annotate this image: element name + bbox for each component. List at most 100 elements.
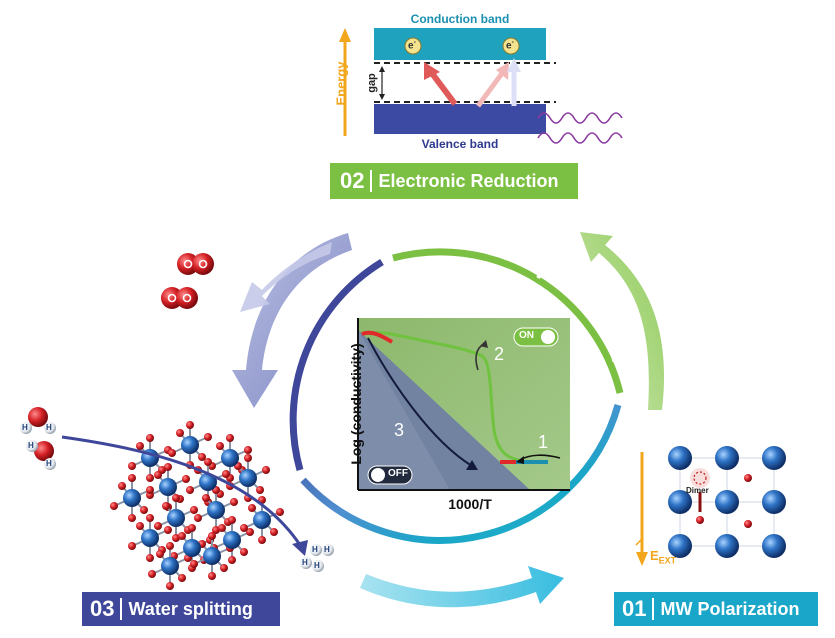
- cycle-ring: [276, 248, 627, 581]
- oxygen-atom: [262, 466, 270, 474]
- oxygen-atom: [178, 574, 186, 582]
- oxygen-atom: [166, 582, 174, 590]
- oxygen-atom: [182, 475, 190, 483]
- plot-ylabel: Log (conductivity): [348, 343, 364, 465]
- polarization-lattice: [635, 446, 786, 566]
- on-label: ON: [519, 330, 534, 341]
- oxygen-atom: [216, 442, 224, 450]
- h-label-3: H: [28, 441, 34, 450]
- oxygen-atom: [162, 502, 170, 510]
- lattice-atom: [668, 534, 692, 558]
- oxygen-atom: [186, 421, 194, 429]
- metal-atom: [159, 478, 177, 496]
- oxygen-atom: [146, 554, 154, 562]
- oxygen-atom: [128, 514, 136, 522]
- oxygen-atom: [270, 528, 278, 536]
- conduction-band: [374, 28, 546, 60]
- lattice-atom: [668, 490, 692, 514]
- ring-arc-navy: [289, 259, 384, 471]
- electron-1: [404, 37, 422, 55]
- electron-2: [502, 37, 520, 55]
- path-3-label: 3: [394, 420, 405, 440]
- crystal-structure: [110, 421, 284, 590]
- oxygen-atom: [208, 532, 216, 540]
- step-01-label: MW Polarization: [660, 598, 800, 619]
- arrow-reduction-to-splitting: [232, 233, 352, 408]
- metal-atom: [207, 501, 225, 519]
- oxygen-atom: [220, 564, 228, 572]
- step-03-label: Water splitting: [128, 598, 253, 619]
- oxygen-atom: [172, 494, 180, 502]
- oxygen-atom: [166, 542, 174, 550]
- oxygen-atom: [146, 434, 154, 442]
- oxygen-atom: [198, 453, 206, 461]
- oxygen-atom: [246, 528, 254, 536]
- water-molecule-1: [20, 407, 56, 434]
- oxygen-atom: [244, 446, 252, 454]
- oxygen-atom: [128, 474, 136, 482]
- field-label: EEXT: [650, 548, 677, 566]
- oxygen-atom: [128, 542, 136, 550]
- step-03-water-splitting: 03 Water splitting: [82, 592, 280, 626]
- energy-axis-label: Energy: [333, 61, 349, 106]
- lattice-atom: [715, 446, 739, 470]
- oxygen-atom: [228, 556, 236, 564]
- metal-atom: [221, 449, 239, 467]
- oxygen-atom: [204, 433, 212, 441]
- oxygen-atom: [118, 482, 126, 490]
- oxygen-atom: [228, 516, 236, 524]
- oxygen-atom: [240, 548, 248, 556]
- step-02-label: Electronic Reduction: [378, 170, 559, 191]
- oxygen-atom: [194, 514, 202, 522]
- lattice-atom: [762, 446, 786, 470]
- step-01-number: 01: [622, 596, 647, 621]
- oxygen-molecule-2: [161, 287, 198, 309]
- oxygen-atom: [244, 454, 252, 462]
- oxygen-atom: [190, 506, 198, 514]
- oxygen-atom: [154, 471, 162, 479]
- oxygen-atom: [154, 522, 162, 530]
- off-region: [358, 330, 530, 490]
- oxygen-atom: [146, 474, 154, 482]
- lattice-atom: [715, 534, 739, 558]
- metal-atom: [141, 529, 159, 547]
- oxygen-atom: [222, 470, 230, 478]
- oxygen-atom: [230, 498, 238, 506]
- oxygen-atom: [248, 504, 256, 512]
- oxygen-atom: [110, 502, 118, 510]
- water-path: [61, 435, 302, 546]
- conduction-band-label: Conduction band: [410, 12, 510, 26]
- metal-atom: [123, 489, 141, 507]
- oxygen-atom: [276, 508, 284, 516]
- metal-atom: [199, 473, 217, 491]
- energy-band-diagram: [339, 28, 623, 144]
- oxygen-molecule-1: [177, 253, 214, 275]
- step-03-number: 03: [90, 596, 115, 621]
- oxygen-atom: [190, 560, 198, 568]
- ring-arc-green: [392, 248, 624, 394]
- oxygen-atom: [128, 462, 136, 470]
- oxygen-atom: [258, 536, 266, 544]
- h-label-6: H: [324, 545, 330, 554]
- valence-band-label: Valence band: [421, 137, 499, 151]
- oxygen-atom: [204, 458, 212, 466]
- step-02-electronic-reduction: 02 Electronic Reduction: [330, 163, 578, 199]
- oxygen-atom: [146, 486, 154, 494]
- lattice-atom: [762, 490, 786, 514]
- oxygen-atom: [202, 494, 210, 502]
- path-1-label: 1: [538, 432, 549, 452]
- step-01-mw-polarization: 01 MW Polarization: [614, 592, 818, 626]
- oxygen-atom: [164, 463, 172, 471]
- oxygen-atom: [136, 442, 144, 450]
- h-label-5: H: [312, 545, 318, 554]
- metal-atom: [203, 547, 221, 565]
- ring-arc-teal: [300, 404, 622, 544]
- lattice-atom: [715, 490, 739, 514]
- oxygen-atom: [168, 449, 176, 457]
- h-label-4: H: [46, 459, 52, 468]
- metal-atom: [239, 469, 257, 487]
- lattice-atom: [762, 534, 786, 558]
- path-2-label: 2: [494, 344, 505, 364]
- oxygen-atom: [208, 572, 216, 580]
- oxygen-atom: [148, 570, 156, 578]
